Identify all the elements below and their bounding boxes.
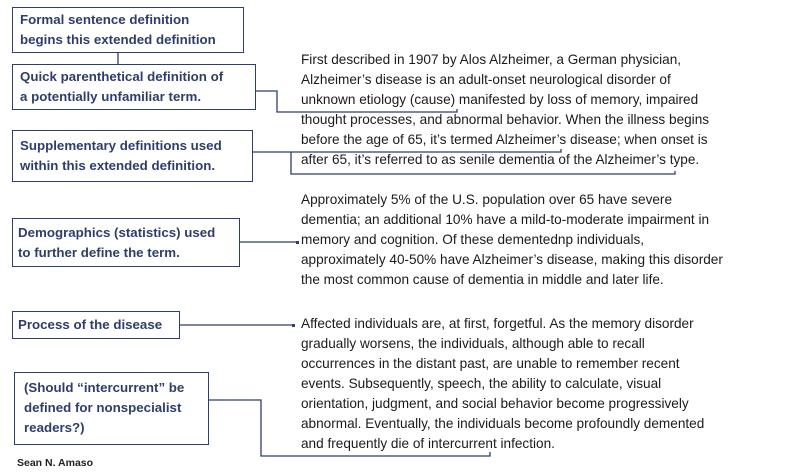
text-line: orientation, judgment, and social behavi… (301, 396, 689, 411)
text-line: memory and cognition. Of these dementedn… (301, 232, 645, 247)
connector-supplementary-2 (290, 152, 676, 175)
paragraph-process: Affected individuals are, at first, forg… (301, 314, 801, 454)
text-line: First described in 1907 by Alos Alzheime… (301, 52, 682, 67)
text-line: events. Subsequently, speech, the abilit… (301, 376, 662, 391)
text-line: and frequently die of intercurrent infec… (301, 436, 555, 451)
connector-parenthetical (256, 90, 458, 113)
text-line: the most common cause of dementia in mid… (301, 272, 664, 287)
annotation-demographics: Demographics (statistics) used to furthe… (12, 218, 240, 267)
annotation-question: (Should “intercurrent” be defined for no… (14, 372, 209, 445)
paragraph-demographics: Approximately 5% of the U.S. population … (301, 190, 801, 290)
annotation-line: within this extended definition. (20, 158, 216, 173)
text-line: gradually worsens, the individuals, alth… (301, 336, 645, 351)
text-line: thought processes, and abnormal behavior… (301, 112, 710, 127)
text-line: before the age of 65, it’s termed Alzhei… (301, 132, 708, 147)
annotation-line: (Should “intercurrent” be (24, 380, 185, 395)
text-line: abnormal. Eventually, the individuals be… (301, 416, 705, 431)
text-line: unknown etiology (cause) manifested by l… (301, 92, 699, 107)
annotation-process: Process of the disease (12, 311, 180, 339)
annotation-line: readers?) (24, 420, 85, 435)
text-line: dementia; an additional 10% have a mild-… (301, 212, 710, 227)
paragraph-definition: First described in 1907 by Alos Alzheime… (301, 50, 801, 170)
annotation-formal-definition: Formal sentence definition begins this e… (12, 7, 244, 53)
annotation-line: defined for nonspecialist (24, 400, 182, 415)
connector-question (209, 399, 491, 457)
text-line: after 65, it’s referred to as senile dem… (301, 152, 700, 167)
author-credit: Sean N. Amaso (17, 457, 94, 469)
text-line: Approximately 5% of the U.S. population … (301, 192, 673, 207)
annotation-line: to further define the term. (18, 245, 180, 260)
annotation-parenthetical-definition: Quick parenthetical definition of a pote… (12, 64, 256, 110)
text-line: approximately 40-50% have Alzheimer’s di… (301, 252, 723, 267)
annotation-line: Quick parenthetical definition of (20, 69, 224, 84)
annotation-supplementary-definitions: Supplementary definitions used within th… (12, 130, 253, 182)
annotation-line: Demographics (statistics) used (18, 225, 216, 240)
annotation-line: Supplementary definitions used (20, 138, 222, 153)
connector-supplementary-1 (253, 149, 562, 153)
annotation-line: Process of the disease (18, 317, 163, 332)
text-line: occurrences in the distant past, are una… (301, 356, 680, 371)
text-line: Alzheimer’s disease is an adult-onset ne… (301, 72, 671, 87)
annotation-line: Formal sentence definition (20, 12, 190, 27)
text-line: Affected individuals are, at first, forg… (301, 316, 694, 331)
annotation-line: a potentially unfamiliar term. (20, 89, 202, 104)
annotation-line: begins this extended definition (20, 32, 216, 47)
